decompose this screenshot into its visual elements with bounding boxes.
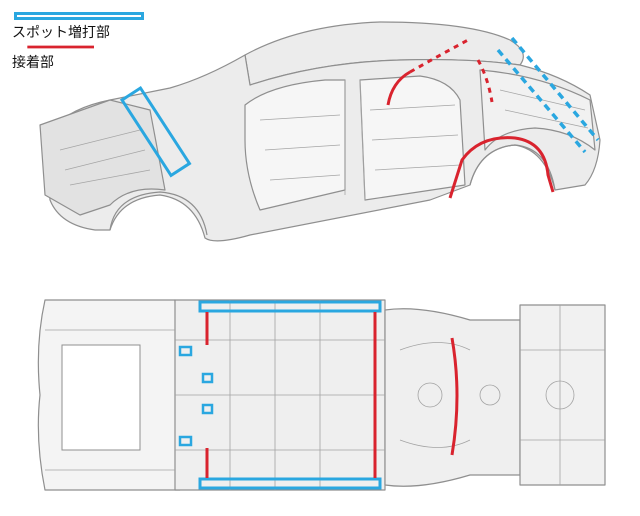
adhesive-legend-swatch xyxy=(27,45,94,49)
spot-weld-small-2 xyxy=(201,372,214,384)
spot-weld-rear-dashed xyxy=(496,36,600,154)
spot-weld-small-1 xyxy=(178,345,193,357)
adhesive-c-pillar-dotted xyxy=(476,59,494,103)
adhesive-rear-wheel-arch xyxy=(448,136,555,199)
spot-weld-legend-label: スポット増打部 xyxy=(12,25,110,41)
spot-weld-front-pillar xyxy=(119,85,192,178)
legend: スポット増打部 接着部 xyxy=(12,8,182,71)
adhesive-roof-dotted xyxy=(409,38,469,74)
spot-weld-underbody-bottom xyxy=(198,477,382,490)
spot-weld-underbody-top xyxy=(198,300,382,313)
adhesive-legend-label: 接着部 xyxy=(12,55,54,71)
spot-weld-small-3 xyxy=(201,403,214,415)
adhesive-rear-opening xyxy=(386,70,411,106)
spot-weld-small-4 xyxy=(178,435,193,447)
spot-weld-legend-swatch xyxy=(14,12,144,20)
adhesive-underbody-rear-curve xyxy=(450,337,459,456)
